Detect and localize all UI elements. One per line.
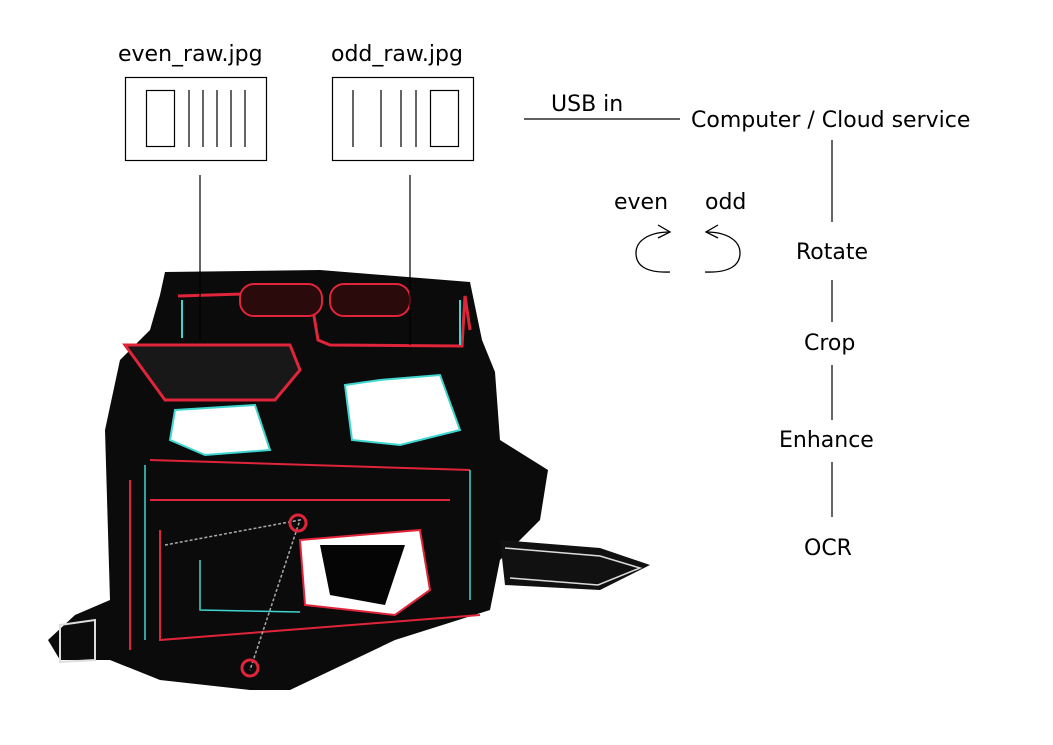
pipeline-step-ocr: OCR xyxy=(804,536,852,561)
destination-label: Computer / Cloud service xyxy=(691,108,970,133)
even-raw-filename: even_raw.jpg xyxy=(118,42,263,67)
odd-rotation-label: odd xyxy=(705,190,746,215)
book-scanner-machine-image xyxy=(48,270,650,690)
usb-in-label: USB in xyxy=(551,92,623,117)
pipeline-step-crop: Crop xyxy=(804,331,855,356)
page-icon xyxy=(145,89,176,148)
pipeline-step-enhance: Enhance xyxy=(779,428,874,453)
pipeline-step-rotate: Rotate xyxy=(796,240,868,265)
rotate-counterclockwise-arrow-icon xyxy=(704,224,741,273)
even-raw-file: even_raw.jpg xyxy=(118,42,268,162)
odd-raw-file: odd_raw.jpg xyxy=(331,42,475,162)
odd-raw-filename: odd_raw.jpg xyxy=(331,42,463,67)
even-rotation-label: even xyxy=(614,190,668,215)
page-icon xyxy=(429,89,460,148)
rotate-clockwise-arrow-icon xyxy=(635,224,672,273)
